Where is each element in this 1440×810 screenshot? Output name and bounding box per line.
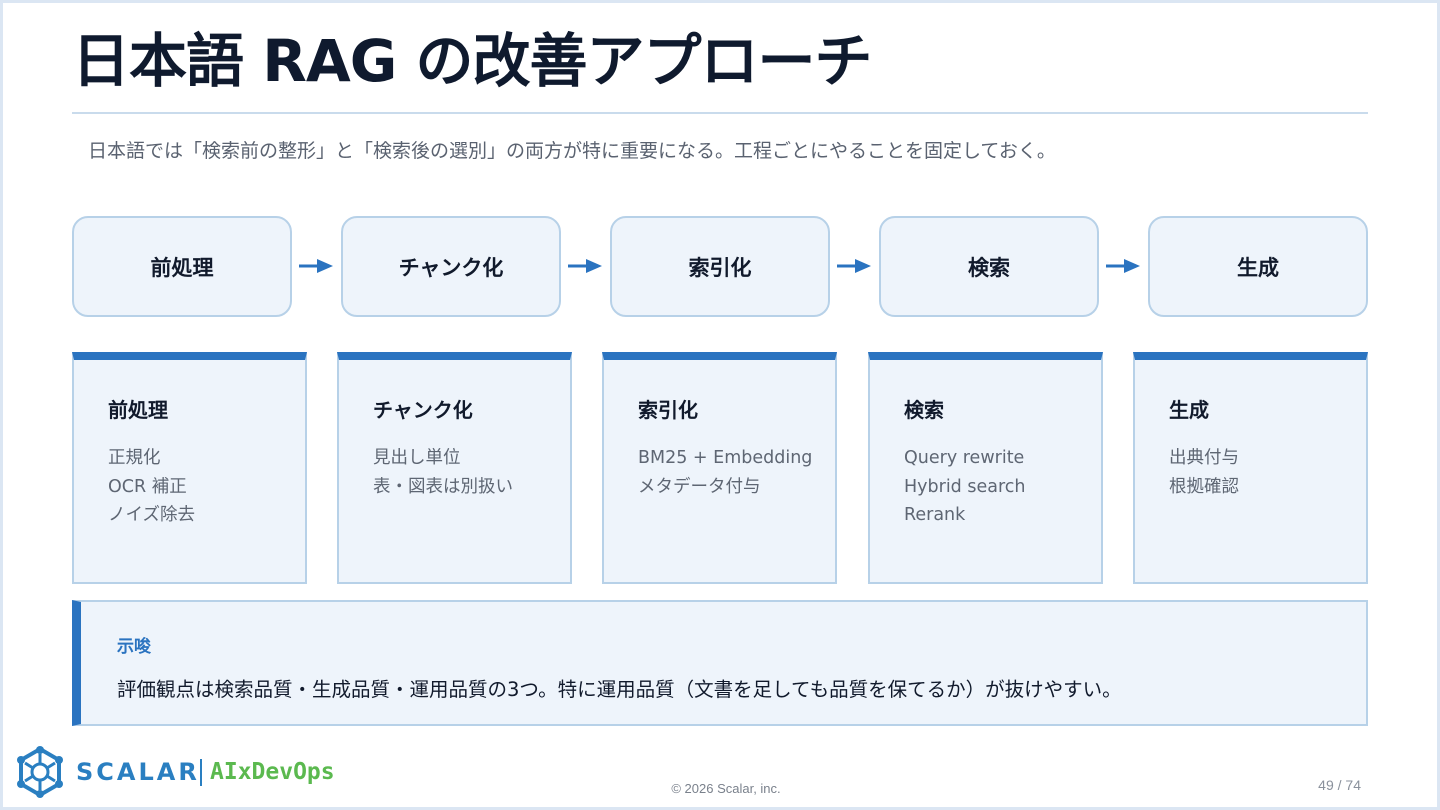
brand-divider [200, 759, 202, 786]
card-line: OCR 補正 [108, 476, 187, 497]
insight-text: 評価観点は検索品質・生成品質・運用品質の3つ。特に運用品質（文書を足しても品質を… [117, 678, 1122, 701]
card-line: 出典付与 [1169, 448, 1239, 468]
card-title: 前処理 [108, 398, 168, 422]
flow-step-generation: 生成 [1148, 216, 1368, 317]
slide-title: 日本語 RAG の改善アプローチ [72, 27, 873, 95]
flow-step-chunking: チャンク化 [341, 216, 561, 317]
card-line: Rerank [904, 505, 966, 525]
card-title: 索引化 [638, 398, 698, 422]
arrow-right-icon [1106, 259, 1140, 273]
card-line: 根拠確認 [1169, 476, 1239, 497]
card-lines: 正規化 OCR 補正 ノイズ除去 [108, 444, 195, 530]
card-title: 生成 [1169, 398, 1209, 422]
card-line: Hybrid search [904, 476, 1026, 497]
card-title: チャンク化 [373, 398, 473, 422]
card-preprocess: 前処理 正規化 OCR 補正 ノイズ除去 [72, 352, 307, 584]
brand-name: SCALAR [76, 758, 200, 786]
card-line: 表・図表は別扱い [373, 476, 513, 497]
card-lines: Query rewrite Hybrid search Rerank [904, 444, 1025, 530]
card-generation: 生成 出典付与 根拠確認 [1133, 352, 1368, 584]
card-search: 検索 Query rewrite Hybrid search Rerank [868, 352, 1103, 584]
brand-tagline: AIxDevOps [210, 759, 335, 785]
card-line: BM25 + Embedding [638, 448, 813, 468]
card-line: 正規化 [108, 448, 161, 468]
card-line: Query rewrite [904, 448, 1025, 468]
card-indexing: 索引化 BM25 + Embedding メタデータ付与 [602, 352, 837, 584]
card-line: ノイズ除去 [108, 505, 195, 525]
card-lines: 出典付与 根拠確認 [1169, 444, 1239, 501]
page-number: 49 / 74 [1318, 777, 1361, 793]
card-lines: 見出し単位 表・図表は別扱い [373, 444, 513, 501]
insight-label: 示唆 [117, 637, 151, 657]
arrow-right-icon [837, 259, 871, 273]
flow-step-indexing: 索引化 [610, 216, 830, 317]
card-chunking: チャンク化 見出し単位 表・図表は別扱い [337, 352, 572, 584]
flow-step-preprocess: 前処理 [72, 216, 292, 317]
copyright-text: © 2026 Scalar, inc. [671, 781, 781, 796]
title-divider [72, 112, 1368, 114]
insight-callout: 示唆 評価観点は検索品質・生成品質・運用品質の3つ。特に運用品質（文書を足しても… [72, 600, 1368, 726]
card-lines: BM25 + Embedding メタデータ付与 [638, 444, 812, 501]
flow-step-search: 検索 [879, 216, 1099, 317]
scalar-logo-icon [17, 746, 63, 798]
slide-subtitle: 日本語では「検索前の整形」と「検索後の選別」の両方が特に重要になる。工程ごとにや… [88, 140, 1056, 162]
arrow-right-icon [568, 259, 602, 273]
arrow-right-icon [299, 259, 333, 273]
card-line: 見出し単位 [373, 448, 461, 468]
card-line: メタデータ付与 [638, 476, 761, 497]
card-title: 検索 [904, 398, 944, 422]
